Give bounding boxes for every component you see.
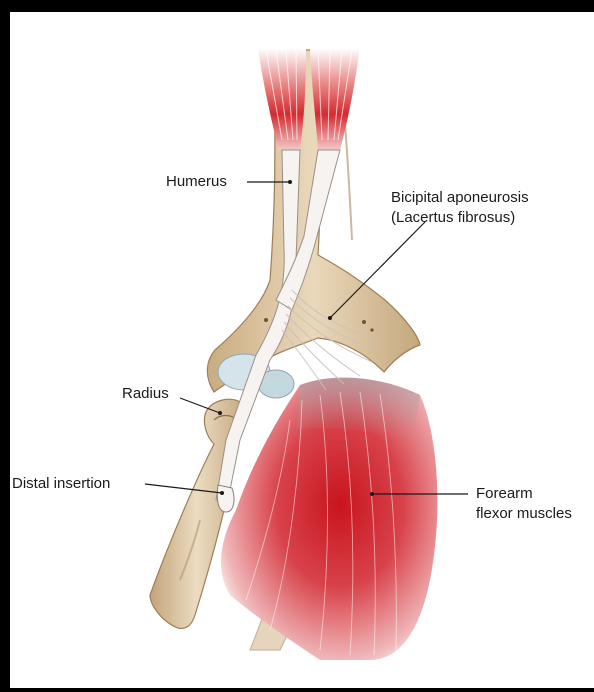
aponeurosis-label-line2: (Lacertus fibrosus)	[391, 208, 515, 227]
distal-insertion-label: Distal insertion	[12, 474, 110, 493]
forearm-flexor-muscles	[221, 378, 437, 660]
radius-label: Radius	[122, 384, 169, 403]
humerus-label: Humerus	[166, 172, 227, 191]
forearm-label-line2: flexor muscles	[476, 504, 572, 523]
forearm-label-line1: Forearm	[476, 484, 533, 503]
aponeurosis-label-line1: Bicipital aponeurosis	[391, 188, 529, 207]
